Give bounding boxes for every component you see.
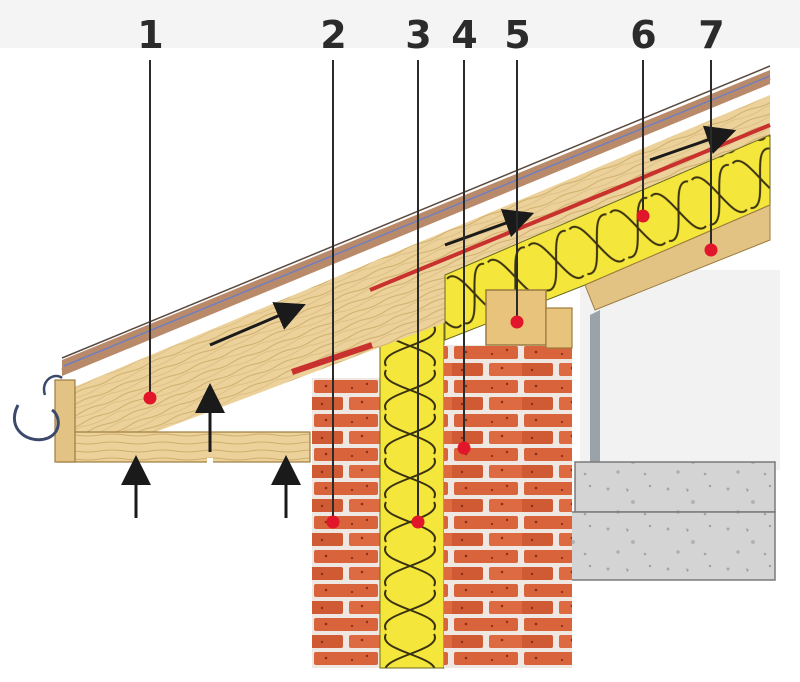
marker-3 [411,515,425,529]
marker-5 [510,315,524,329]
callout-label-1: 1 [137,13,162,57]
callout-label-3: 3 [405,13,430,57]
header-fade [0,0,800,48]
marker-4 [457,441,471,455]
soffit-board [57,431,311,463]
airflow-arrow-2 [444,208,535,247]
roof-lining [584,204,771,311]
wall-plate-post [545,307,573,349]
gutter-bracket [42,374,63,396]
gutter [12,404,60,442]
marker-2 [326,515,340,529]
roof-tiles-edge [61,65,771,359]
airflow-arrow-1 [209,302,306,347]
roof-tiles [62,70,770,376]
inner-brick-wall-lower [444,580,572,668]
callout-label-2: 2 [320,13,345,57]
interior-wall-panel [590,310,600,470]
rafter-body [55,95,770,460]
callout-label-6: 6 [630,13,655,57]
marker-1 [143,391,157,405]
callout-label-7: 7 [698,13,723,57]
callout-label-5: 5 [504,13,529,57]
outer-brick-wall [312,378,382,668]
attic-interior [580,270,780,470]
marker-6 [636,209,650,223]
concrete-slab-top [574,461,776,513]
callout-label-4: 4 [451,13,476,57]
marker-7 [704,243,718,257]
fascia-board [54,379,76,463]
